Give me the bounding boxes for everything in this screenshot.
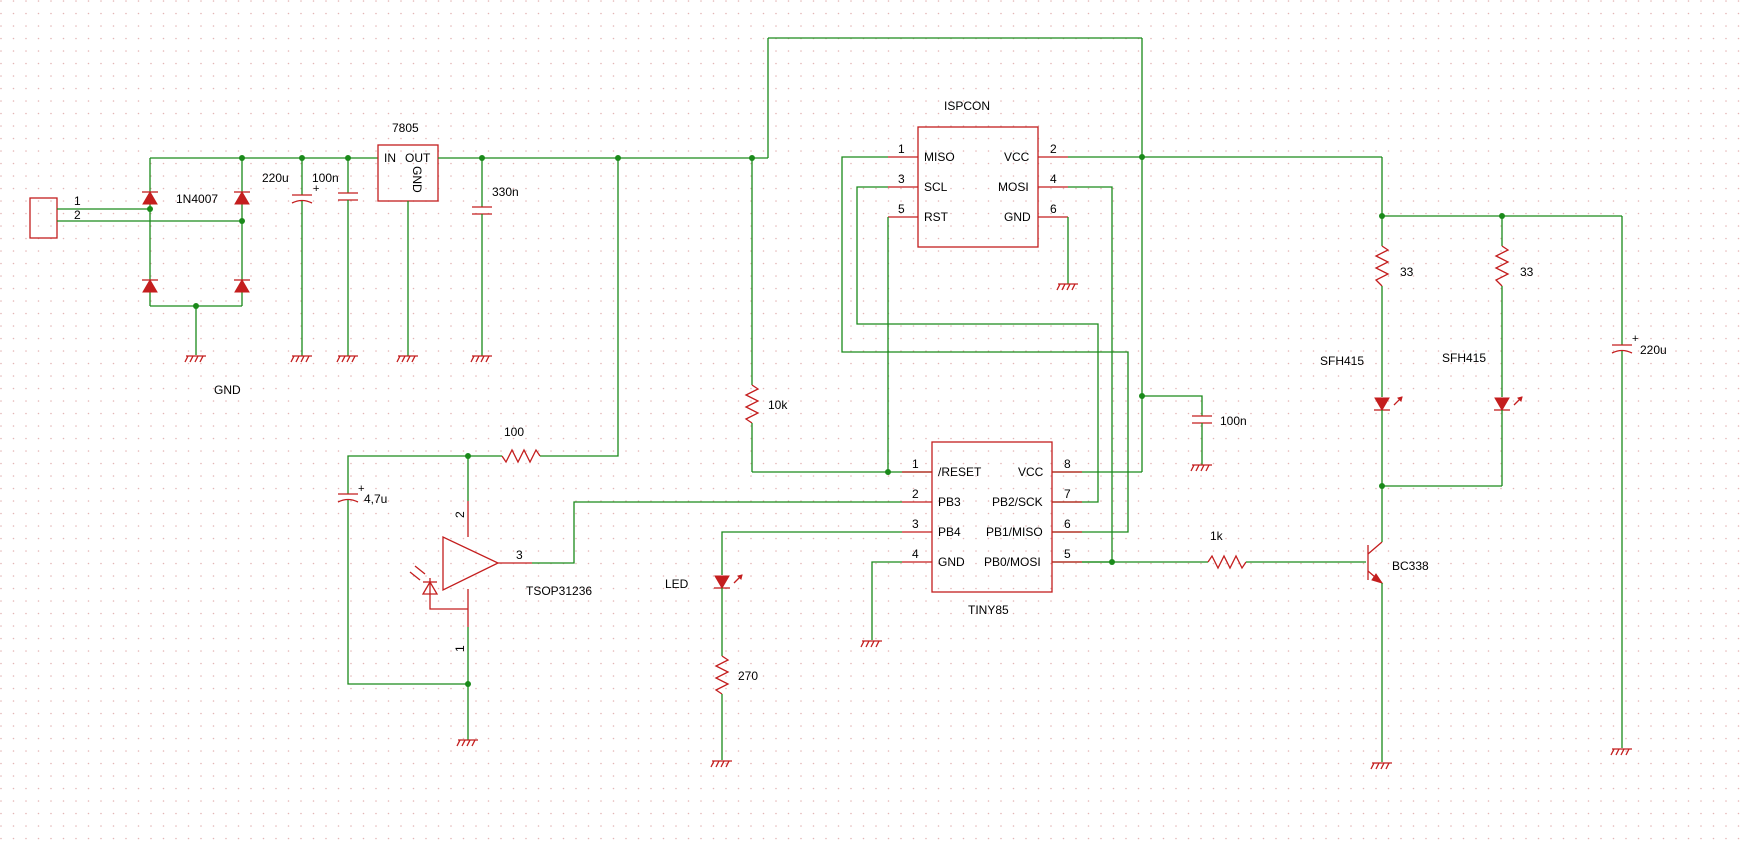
svg-text:3: 3 (912, 517, 919, 531)
resistor-33-left-label: 33 (1400, 265, 1414, 279)
svg-text:1: 1 (912, 457, 919, 471)
ispcon-header[interactable]: ISPCON 1 MISO 3 SCL 5 RST 2 VCC 4 MOSI 6… (888, 99, 1079, 291)
tiny85-name: TINY85 (968, 603, 1009, 617)
svg-text:6: 6 (1050, 202, 1057, 216)
svg-text:PB4: PB4 (938, 525, 961, 539)
svg-text:RST: RST (924, 210, 949, 224)
resistor-1k-label: 1k (1210, 529, 1224, 543)
svg-text:1: 1 (453, 645, 467, 652)
ir-led-right-label: SFH415 (1442, 351, 1486, 365)
svg-text:GND: GND (1004, 210, 1031, 224)
svg-text:MISO: MISO (924, 150, 955, 164)
svg-text:/RESET: /RESET (938, 465, 982, 479)
ispcon-name: ISPCON (944, 99, 990, 113)
connector-pin-1: 1 (74, 194, 81, 208)
cap-220u-right-label: 220u (1640, 343, 1667, 357)
svg-text:8: 8 (1064, 457, 1071, 471)
svg-text:VCC: VCC (1004, 150, 1030, 164)
resistor-270-label: 270 (738, 669, 758, 683)
svg-text:PB0/MOSI: PB0/MOSI (984, 555, 1041, 569)
reservoir-capacitor-220u[interactable]: + 220u (1610, 216, 1667, 756)
transistor-label: BC338 (1392, 559, 1429, 573)
resistor-33-left[interactable]: 33 (1374, 245, 1414, 397)
resistor-10k-label: 10k (768, 398, 788, 412)
svg-text:1: 1 (898, 142, 905, 156)
tsop-capacitor-4u7[interactable]: + 4,7u (337, 483, 468, 685)
transistor-bc338[interactable]: BC338 (1367, 486, 1429, 770)
svg-text:6: 6 (1064, 517, 1071, 531)
svg-text:PB1/MISO: PB1/MISO (986, 525, 1043, 539)
resistor-100[interactable]: 100 (468, 158, 619, 464)
power-connector[interactable]: 1 2 (29, 194, 242, 239)
bridge-rectifier[interactable]: 1N4007 GND (142, 155, 250, 397)
ir-receiver-tsop[interactable]: 2 3 1 TSOP31236 (409, 456, 592, 747)
regulator-name: 7805 (392, 121, 419, 135)
svg-text:VCC: VCC (1018, 465, 1044, 479)
input-capacitor-220u[interactable]: + 220u (262, 155, 319, 363)
svg-text:+: + (358, 483, 364, 495)
regulator-in: IN (384, 151, 396, 165)
svg-text:PB2/SCK: PB2/SCK (992, 495, 1043, 509)
cap-220u-label: 220u (262, 171, 289, 185)
resistor-33-right-label: 33 (1520, 265, 1534, 279)
ir-led-sfh415-right[interactable]: SFH415 (1442, 351, 1523, 486)
resistor-1k[interactable]: 1k (1082, 529, 1366, 570)
svg-text:PB3: PB3 (938, 495, 961, 509)
cap-4u7-label: 4,7u (364, 492, 387, 506)
svg-text:MOSI: MOSI (998, 180, 1029, 194)
connector-pin-2: 2 (74, 208, 81, 222)
svg-text:5: 5 (1064, 547, 1071, 561)
resistor-270[interactable]: 270 (710, 655, 758, 768)
regulator-out: OUT (405, 151, 431, 165)
svg-text:3: 3 (516, 548, 523, 562)
svg-text:7: 7 (1064, 487, 1071, 501)
svg-text:GND: GND (938, 555, 965, 569)
svg-text:2: 2 (453, 511, 467, 518)
regulator-gnd: GND (410, 166, 424, 193)
ir-led-sfh415-left[interactable]: SFH415 (1320, 354, 1403, 486)
bridge-label: 1N4007 (176, 192, 218, 206)
svg-text:4: 4 (1050, 172, 1057, 186)
svg-text:SCL: SCL (924, 180, 948, 194)
svg-text:2: 2 (912, 487, 919, 501)
resistor-33-right[interactable]: 33 (1494, 216, 1534, 397)
attiny85-chip[interactable]: TINY85 1 /RESET 2 PB3 3 PB4 4 GND 8 VCC … (860, 441, 1082, 648)
status-led[interactable]: LED (665, 531, 902, 656)
svg-text:+: + (313, 183, 319, 195)
output-capacitor-330n[interactable]: 330n (470, 155, 519, 363)
svg-text:+: + (1632, 333, 1638, 345)
cap-100n-label: 100n (312, 171, 339, 185)
led-label: LED (665, 577, 689, 591)
cap-330n-label: 330n (492, 185, 519, 199)
resistor-100-label: 100 (504, 425, 524, 439)
cap-100n-decoupling-label: 100n (1220, 414, 1247, 428)
decoupling-capacitor-100n[interactable]: 100n (1142, 395, 1247, 472)
regulator-7805[interactable]: 7805 IN OUT GND (377, 121, 439, 363)
svg-text:4: 4 (912, 547, 919, 561)
svg-text:3: 3 (898, 172, 905, 186)
gnd-label: GND (214, 383, 241, 397)
ir-led-left-label: SFH415 (1320, 354, 1364, 368)
svg-text:5: 5 (898, 202, 905, 216)
tsop-name: TSOP31236 (526, 584, 592, 598)
svg-text:2: 2 (1050, 142, 1057, 156)
input-capacitor-100n[interactable]: 100n (312, 155, 359, 363)
